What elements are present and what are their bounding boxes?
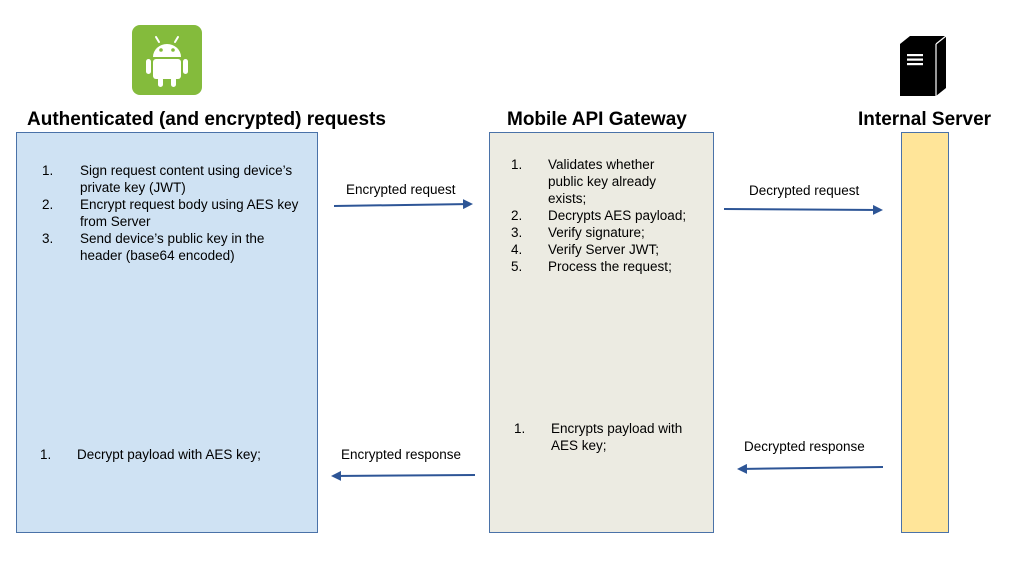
list-text: Decrypts AES payload; [548,208,687,223]
list-item: 2. Decrypts AES payload; [511,207,709,224]
list-item: 1. Validates whether public key already … [511,156,709,207]
list-item: 1. Encrypts payload with AES key; [514,420,709,454]
list-number: 2. [511,208,523,223]
encrypted-response-label: Encrypted response [341,447,462,462]
list-number: 1. [40,447,52,462]
list-item: 5. Process the request; [511,258,709,275]
decrypted-request-label: Decrypted request [749,183,860,198]
list-text: Verify Server JWT; [548,242,660,257]
list-text: Encrypts payload with AES key; [551,421,683,453]
list-number: 1. [42,163,54,178]
gateway-response-steps: 1. Encrypts payload with AES key; [514,420,709,454]
client-panel [16,132,318,533]
list-text: Decrypt payload with AES key; [77,447,261,462]
gateway-request-steps: 1. Validates whether public key already … [511,156,709,275]
list-number: 5. [511,259,523,274]
encrypted-request-label: Encrypted request [346,182,456,197]
list-text: Process the request; [548,259,672,274]
gateway-title: Mobile API Gateway [507,109,687,130]
client-title: Authenticated (and encrypted) requests [27,109,386,130]
list-item: 3. Send device’s public key in the heade… [42,230,310,264]
list-item: 4. Verify Server JWT; [511,241,709,258]
server-tower-icon [898,34,952,98]
decrypted-response-label: Decrypted response [744,439,865,454]
list-number: 1. [511,157,523,172]
list-number: 4. [511,242,523,257]
list-text: Send device’s public key in the header (… [80,231,265,263]
android-icon [132,25,202,95]
server-panel [901,132,949,533]
server-title: Internal Server [858,109,992,130]
list-item: 3. Verify signature; [511,224,709,241]
list-item: 1. Decrypt payload with AES key; [40,446,310,463]
client-request-steps: 1. Sign request content using device’s p… [42,162,310,264]
list-number: 2. [42,197,54,212]
list-text: Encrypt request body using AES key from … [80,197,299,229]
client-response-steps: 1. Decrypt payload with AES key; [40,446,310,463]
list-item: 2. Encrypt request body using AES key fr… [42,196,310,230]
list-number: 3. [42,231,54,246]
list-number: 1. [514,421,526,436]
list-text: Validates whether public key already exi… [548,157,657,206]
gateway-panel [489,132,714,533]
list-text: Verify signature; [548,225,645,240]
list-number: 3. [511,225,523,240]
list-text: Sign request content using device’s priv… [80,163,293,195]
list-item: 1. Sign request content using device’s p… [42,162,310,196]
